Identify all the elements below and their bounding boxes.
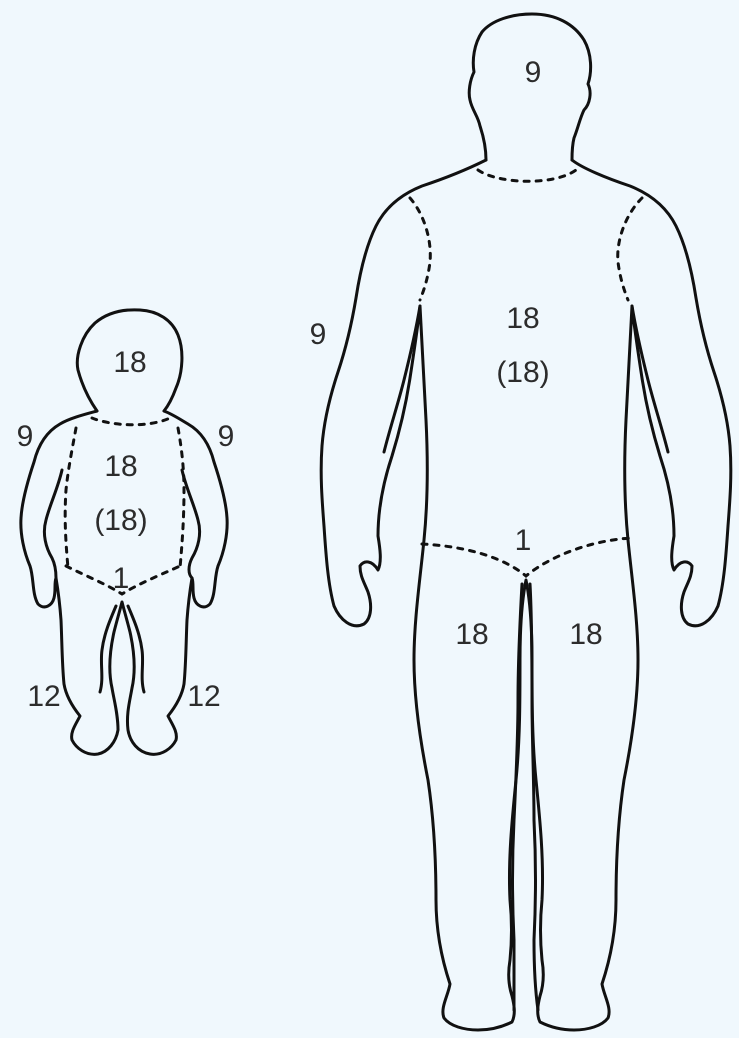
- adult-left-arm-inner: [384, 306, 420, 452]
- adult-right-leg-percent: 18: [569, 618, 602, 651]
- infant-trunk-percent: 18: [104, 450, 137, 483]
- infant-head-percent: 18: [113, 346, 146, 379]
- infant-right-leg-inner: [128, 606, 144, 692]
- infant-trunk-back-percent: (18): [94, 504, 147, 537]
- infant-left-leg-percent: 12: [27, 680, 60, 713]
- infant-left-shoulder-line: [65, 428, 76, 568]
- adult-perineum-percent: 1: [515, 524, 532, 557]
- adult-figure: 9 9 9 18 (18) 1 18 18: [310, 14, 739, 1030]
- adult-head-percent: 9: [525, 56, 542, 89]
- infant-left-leg-inner: [100, 606, 116, 692]
- adult-neck-line: [478, 170, 576, 181]
- infant-right-leg-percent: 12: [187, 680, 220, 713]
- infant-perineum-percent: 1: [113, 562, 130, 595]
- infant-right-arm-percent: 9: [218, 420, 235, 453]
- adult-right-arm-inner: [632, 306, 668, 452]
- infant-left-arm-inner: [44, 470, 62, 578]
- adult-trunk-percent: 18: [506, 302, 539, 335]
- adult-right-shoulder-line: [618, 198, 642, 300]
- adult-left-shoulder-line: [410, 198, 430, 300]
- adult-left-arm-percent: 9: [310, 318, 327, 351]
- infant-left-arm-percent: 9: [17, 420, 34, 453]
- infant-figure: 18 9 9 18 (18) 1 12 12: [17, 310, 235, 754]
- infant-right-shoulder-line: [178, 428, 184, 568]
- adult-trunk-back-percent: (18): [496, 356, 549, 389]
- adult-left-leg-percent: 18: [455, 618, 488, 651]
- adult-body-outline: [321, 160, 731, 1030]
- infant-neck-line: [92, 418, 170, 425]
